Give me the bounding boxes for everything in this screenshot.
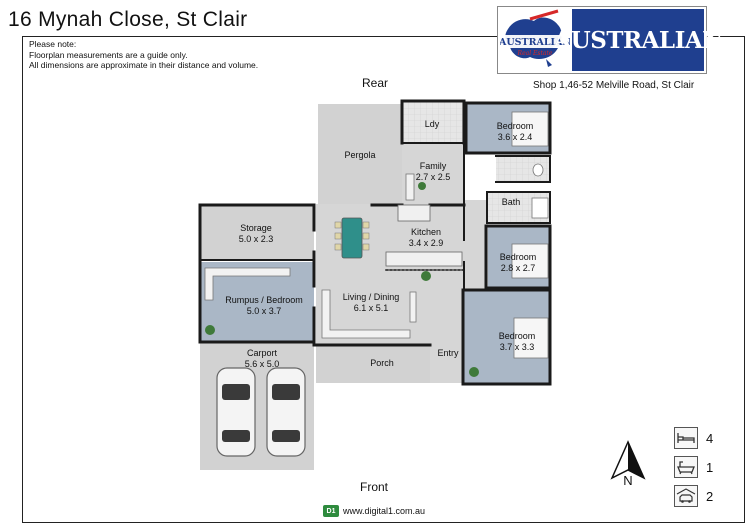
room-dims: 3.7 x 3.3	[499, 342, 535, 352]
room-bedroom-3: Bedroom 3.7 x 3.3	[490, 331, 544, 353]
room-dims: 2.8 x 2.7	[500, 263, 536, 273]
bed-2	[511, 243, 549, 279]
room-laundry: Ldy	[412, 119, 452, 130]
room-dims: 5.0 x 3.7	[246, 306, 282, 316]
room-entry: Entry	[432, 348, 464, 359]
bathrooms-count: 1	[706, 460, 714, 475]
room-family: Family 2.7 x 2.5	[408, 161, 458, 183]
floorplan-frame	[22, 36, 745, 523]
room-name: Carport	[246, 348, 277, 358]
room-carport: Carport 5.6 x 5.0	[234, 348, 290, 370]
room-kitchen: Kitchen 3.4 x 2.9	[396, 227, 456, 249]
australia-map-icon: AUSTRALIAN Real Estate	[500, 9, 570, 71]
room-pergola: Pergola	[334, 150, 386, 161]
room-name: Kitchen	[410, 227, 442, 237]
plant-icons	[205, 182, 479, 377]
agency-address: Shop 1,46-52 Melville Road, St Clair	[533, 80, 695, 91]
logo-badge-text: AUSTRALIAN	[500, 37, 570, 48]
walls	[198, 99, 552, 386]
bedrooms-stat-box	[674, 427, 698, 449]
logo-wordmark: AUSTRALIAN	[553, 9, 723, 71]
dining-table	[341, 217, 363, 259]
room-dims: 3.4 x 2.9	[408, 238, 444, 248]
north-arrow-icon: N	[610, 440, 646, 488]
room-living: Living / Dining 6.1 x 5.1	[330, 292, 412, 314]
room-name: Ldy	[424, 119, 440, 129]
storage-floor	[200, 205, 314, 260]
room-name: Porch	[370, 358, 394, 368]
living-tv-unit	[409, 291, 417, 323]
rumpus-sofa	[204, 267, 291, 301]
front-label: Front	[360, 480, 389, 494]
car-right-icon	[266, 367, 306, 457]
d1-logo-icon: D1	[323, 505, 339, 517]
toilet	[532, 163, 544, 177]
room-name: Rumpus / Bedroom	[225, 295, 303, 305]
room-name: Entry	[437, 348, 459, 358]
room-dims: 2.7 x 2.5	[415, 172, 451, 182]
cars-stat-box	[674, 485, 698, 507]
porch-floor	[316, 345, 430, 383]
page-title: 16 Mynah Close, St Clair	[8, 8, 248, 31]
room-bath: Bath	[495, 197, 527, 208]
logo-badge-subtext: Real Estate	[517, 50, 553, 57]
bathrooms-stat-box	[674, 456, 698, 478]
bedrooms-count: 4	[706, 431, 714, 446]
entry-floor	[430, 345, 463, 383]
room-name: Bath	[501, 197, 521, 207]
room-bedroom-2: Bedroom 2.8 x 2.7	[490, 252, 546, 274]
room-dims: 5.0 x 2.3	[238, 234, 274, 244]
pergola-floor	[318, 104, 404, 204]
dining-chairs	[334, 221, 370, 251]
bed-icon	[677, 433, 695, 443]
living-sofa	[321, 289, 411, 339]
north-label: N	[623, 473, 632, 488]
room-name: Pergola	[344, 150, 376, 160]
footer-website: D1 www.digital1.com.au	[323, 505, 425, 517]
disclaimer-line-2: All dimensions are approximate in their …	[29, 60, 259, 70]
cars-count: 2	[706, 489, 714, 504]
website-link[interactable]: www.digital1.com.au	[343, 506, 426, 516]
room-name: Bedroom	[498, 331, 536, 341]
disclaimer-note: Please note: Floorplan measurements are …	[29, 39, 258, 71]
bed-1	[511, 111, 549, 147]
agency-logo: AUSTRALIAN Real Estate AUSTRALIAN	[497, 6, 723, 74]
disclaimer-heading: Please note:	[29, 39, 77, 49]
room-name: Bedroom	[496, 121, 534, 131]
room-porch: Porch	[362, 358, 402, 369]
room-dims: 5.6 x 5.0	[244, 359, 280, 369]
rear-label: Rear	[362, 76, 389, 90]
car-icon	[676, 488, 696, 503]
vanity	[531, 197, 549, 219]
kitchen-island	[385, 251, 463, 267]
bath-icon	[677, 461, 695, 475]
room-rumpus: Rumpus / Bedroom 5.0 x 3.7	[216, 295, 312, 317]
disclaimer-line-1: Floorplan measurements are a guide only.	[29, 49, 188, 60]
room-name: Family	[419, 161, 447, 171]
room-dims: 3.6 x 2.4	[497, 132, 533, 142]
family-sofa	[405, 173, 415, 201]
room-dims: 6.1 x 5.1	[353, 303, 389, 313]
room-storage: Storage 5.0 x 2.3	[226, 223, 286, 245]
room-name: Storage	[240, 223, 272, 233]
room-bedroom-1: Bedroom 3.6 x 2.4	[488, 121, 542, 143]
room-name: Living / Dining	[342, 292, 400, 302]
kitchen-bench-top	[397, 204, 431, 222]
car-left-icon	[216, 367, 256, 457]
room-name: Bedroom	[499, 252, 537, 262]
laundry-floor	[402, 101, 464, 143]
bed-3	[513, 317, 549, 359]
